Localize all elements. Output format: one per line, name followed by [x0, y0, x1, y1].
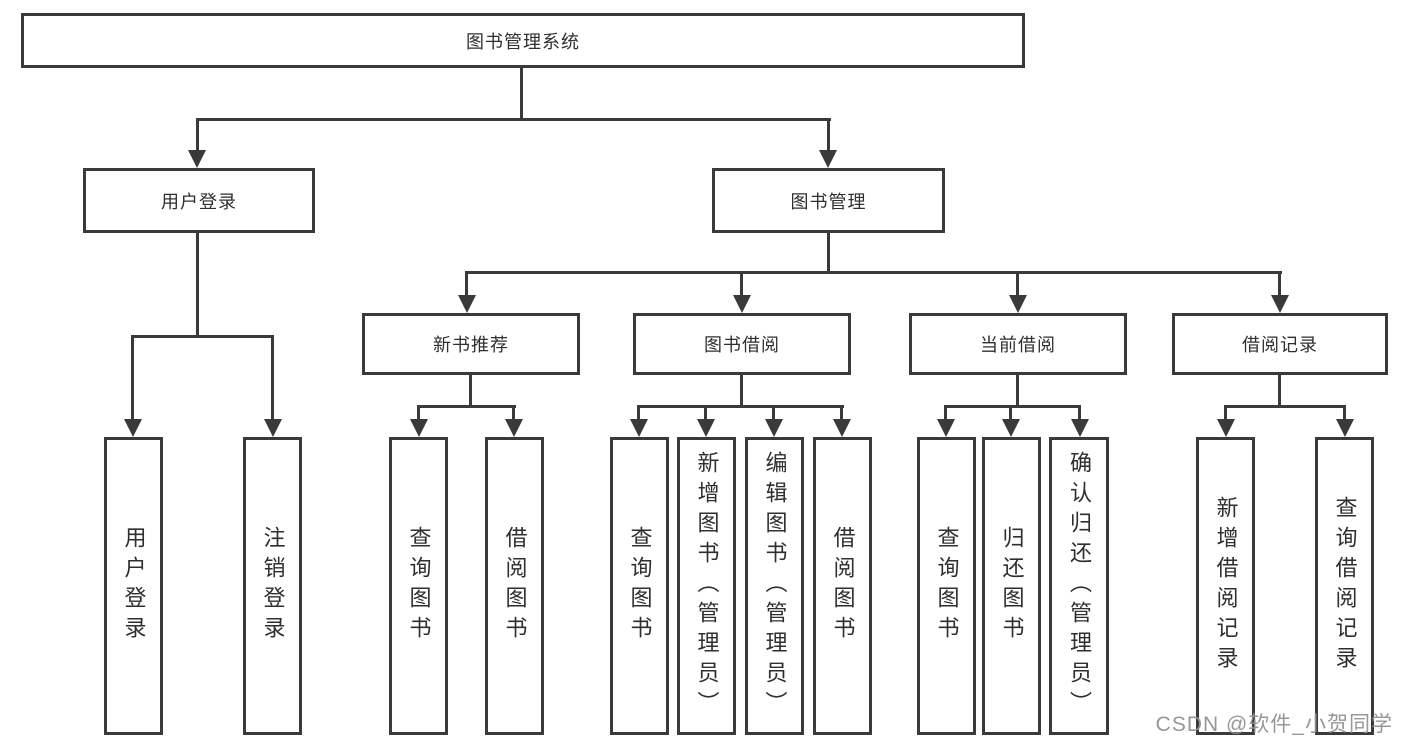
arrow-down-icon: [458, 295, 476, 313]
connector-leaf-drop: [1343, 405, 1346, 421]
node-borrow-records: 借阅记录: [1172, 313, 1388, 375]
connector-l3-drop: [1016, 271, 1019, 297]
connector-leaf-drop: [417, 405, 420, 421]
arrow-down-icon: [697, 419, 715, 437]
connector-borrow-rail: [637, 405, 844, 408]
connector-login-stem: [196, 233, 199, 337]
connector-login-rail: [131, 335, 274, 338]
connector-leaf-drop: [1224, 405, 1227, 421]
arrow-down-icon: [188, 150, 206, 168]
csdn-watermark: CSDN @软件_小贺同学: [1155, 713, 1393, 736]
node-user-login-label: 用户登录: [161, 191, 237, 212]
connector-level3-rail: [465, 271, 1282, 274]
node-book-borrow: 图书借阅: [633, 313, 851, 375]
arrow-down-icon: [1009, 295, 1027, 313]
connector-l3-drop: [1278, 271, 1281, 297]
connector-current-rail: [944, 405, 1081, 408]
arrow-down-icon: [1002, 419, 1020, 437]
arrow-down-icon: [264, 419, 282, 437]
leaf-logout: 注销登录: [243, 437, 302, 735]
node-new-book-recommend-label: 新书推荐: [433, 335, 509, 355]
arrow-down-icon: [765, 419, 783, 437]
arrow-down-icon: [833, 419, 851, 437]
connector-records-stem: [1278, 375, 1281, 407]
leaf-borrow-books: 借阅图书: [813, 437, 872, 735]
leaf-add-borrow-record-label: 新增借阅记录: [1213, 496, 1239, 676]
connector-current-stem: [1016, 375, 1019, 407]
leaf-query-borrow-record-label: 查询借阅记录: [1332, 496, 1358, 676]
leaf-confirm-return-admin-label: 确认归还（管理员）: [1067, 451, 1092, 721]
arrow-down-icon: [1336, 419, 1354, 437]
arrow-down-icon: [819, 150, 837, 168]
node-root: 图书管理系统: [21, 13, 1025, 68]
leaf-current-query-books: 查询图书: [917, 437, 976, 735]
connector-root-stem: [520, 68, 523, 119]
leaf-return-books: 归还图书: [982, 437, 1041, 735]
leaf-add-books-admin: 新增图书（管理员）: [677, 437, 736, 735]
arrow-down-icon: [505, 419, 523, 437]
leaf-recommend-borrow-books: 借阅图书: [485, 437, 544, 735]
leaf-add-borrow-record: 新增借阅记录: [1196, 437, 1255, 735]
connector-recommend-rail: [417, 405, 516, 408]
connector-leaf-drop: [840, 405, 843, 421]
arrow-down-icon: [733, 295, 751, 313]
connector-mgmt-stem: [827, 233, 830, 273]
leaf-confirm-return-admin: 确认归还（管理员）: [1049, 437, 1109, 735]
leaf-recommend-borrow-books-label: 借阅图书: [502, 526, 528, 646]
leaf-logout-label: 注销登录: [260, 526, 286, 646]
leaf-recommend-query-books-label: 查询图书: [406, 526, 432, 646]
leaf-borrow-query-books-label: 查询图书: [627, 526, 653, 646]
arrow-down-icon: [1071, 419, 1089, 437]
leaf-recommend-query-books: 查询图书: [389, 437, 448, 735]
node-current-borrow: 当前借阅: [909, 313, 1127, 375]
leaf-user-login-label: 用户登录: [121, 526, 147, 646]
node-root-label: 图书管理系统: [466, 31, 580, 52]
node-user-login: 用户登录: [83, 168, 315, 233]
arrow-down-icon: [124, 419, 142, 437]
connector-mgmt-drop: [827, 118, 830, 152]
leaf-edit-books-admin: 编辑图书（管理员）: [745, 437, 804, 735]
connector-login-drop: [196, 118, 199, 152]
connector-leaf-drop: [512, 405, 515, 421]
connector-leaf-drop: [944, 405, 947, 421]
node-new-book-recommend: 新书推荐: [362, 313, 580, 375]
leaf-current-query-books-label: 查询图书: [934, 526, 960, 646]
leaf-query-borrow-record: 查询借阅记录: [1315, 437, 1374, 735]
connector-leaf-drop: [637, 405, 640, 421]
connector-borrow-stem: [740, 375, 743, 407]
connector-leaf-drop: [131, 335, 134, 421]
connector-records-rail: [1224, 405, 1346, 408]
arrow-down-icon: [410, 419, 428, 437]
node-book-borrow-label: 图书借阅: [704, 335, 780, 355]
node-borrow-records-label: 借阅记录: [1242, 335, 1318, 355]
leaf-edit-books-admin-label: 编辑图书（管理员）: [762, 451, 788, 721]
connector-l3-drop: [740, 271, 743, 297]
node-book-management-label: 图书管理: [790, 191, 867, 212]
leaf-add-books-admin-label: 新增图书（管理员）: [694, 451, 720, 721]
connector-recommend-stem: [469, 375, 472, 407]
connector-level2-rail: [196, 118, 831, 121]
leaf-borrow-books-label: 借阅图书: [830, 526, 856, 646]
arrow-down-icon: [630, 419, 648, 437]
connector-l3-drop: [465, 271, 468, 297]
node-book-management: 图书管理: [712, 168, 945, 233]
connector-leaf-drop: [1078, 405, 1081, 421]
leaf-borrow-query-books: 查询图书: [610, 437, 669, 735]
arrow-down-icon: [937, 419, 955, 437]
connector-leaf-drop: [772, 405, 775, 421]
arrow-down-icon: [1217, 419, 1235, 437]
leaf-return-books-label: 归还图书: [999, 526, 1025, 646]
connector-leaf-drop: [271, 335, 274, 421]
arrow-down-icon: [1271, 295, 1289, 313]
connector-leaf-drop: [704, 405, 707, 421]
node-current-borrow-label: 当前借阅: [980, 335, 1056, 355]
connector-leaf-drop: [1009, 405, 1012, 421]
leaf-user-login: 用户登录: [104, 437, 163, 735]
